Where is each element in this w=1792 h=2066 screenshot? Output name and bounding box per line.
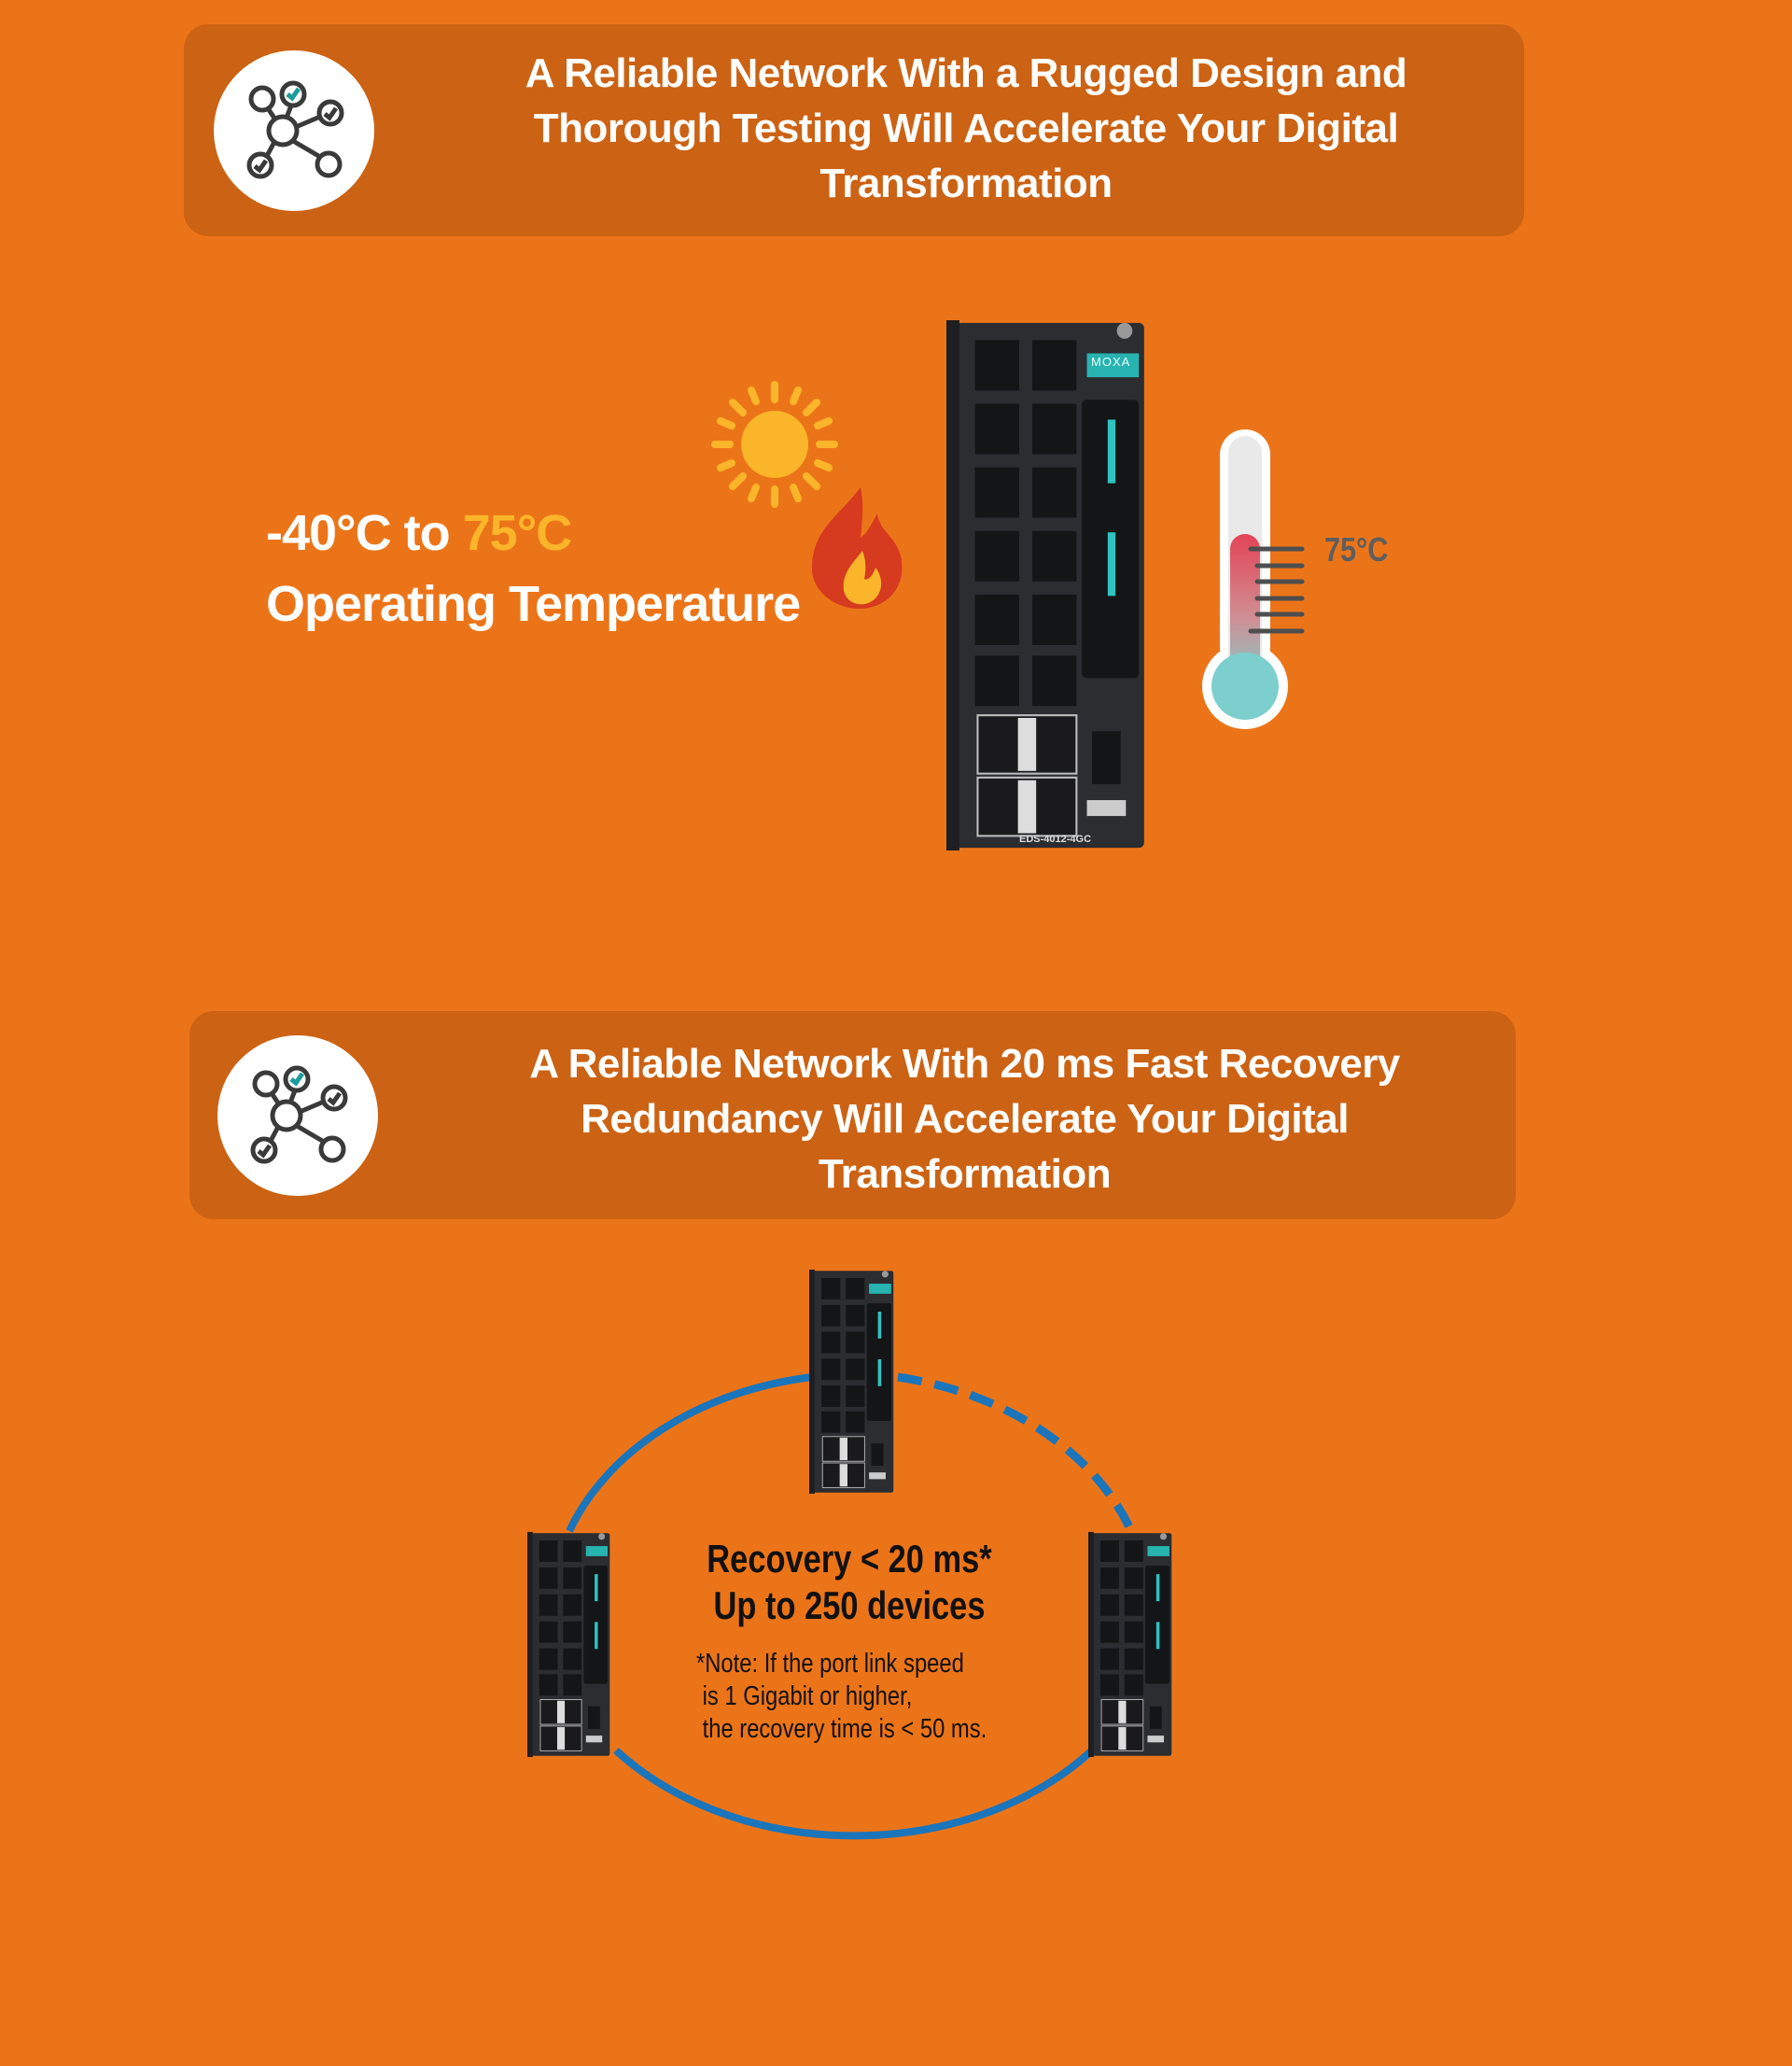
switch-device-image: MOXA EDS-4012-4GC [946,320,1155,850]
banner-title: A Reliable Network With a Rugged Design … [525,50,1407,206]
note-line: is 1 Gigabit or higher, [696,1681,913,1711]
flame-icon [811,487,903,609]
temp-range-low: -40°C to [266,505,463,561]
ring-solid-path-bottom [613,1748,1095,1840]
network-check-icon [217,1035,378,1196]
thermometer-label: 75°C [1324,530,1389,569]
banner-title: A Reliable Network With 20 ms Fast Recov… [529,1041,1400,1197]
ring-dashed-path [897,1372,1136,1533]
note-line: *Note: If the port link speed [696,1649,964,1679]
thermometer-icon [1202,429,1305,729]
recovery-time: Recovery < 20 ms* [707,1537,992,1581]
recovery-headline: Recovery < 20 ms* Up to 250 devices [689,1536,1010,1629]
switch-node-left [527,1532,614,1757]
device-count: Up to 250 devices [713,1583,986,1627]
switch-node-right [1088,1532,1176,1757]
operating-temperature-text: -40°C to 75°C Operating Temperature [266,498,801,639]
banner-fast-recovery: A Reliable Network With 20 ms Fast Recov… [189,1011,1516,1219]
redundancy-ring [566,1372,1136,1840]
ring-solid-path [566,1373,813,1533]
network-check-icon [214,50,374,211]
switch-node-top [809,1270,898,1494]
sun-icon [711,381,838,508]
recovery-note: *Note: If the port link speed is 1 Gigab… [696,1648,987,1746]
model-label: EDS-4012-4GC [1019,834,1092,845]
temp-caption: Operating Temperature [266,576,801,632]
temp-range-high: 75°C [462,505,573,561]
brand-logo: MOXA [1091,355,1131,369]
banner-rugged-design: A Reliable Network With a Rugged Design … [184,24,1524,236]
note-line: the recovery time is < 50 ms. [696,1714,987,1744]
